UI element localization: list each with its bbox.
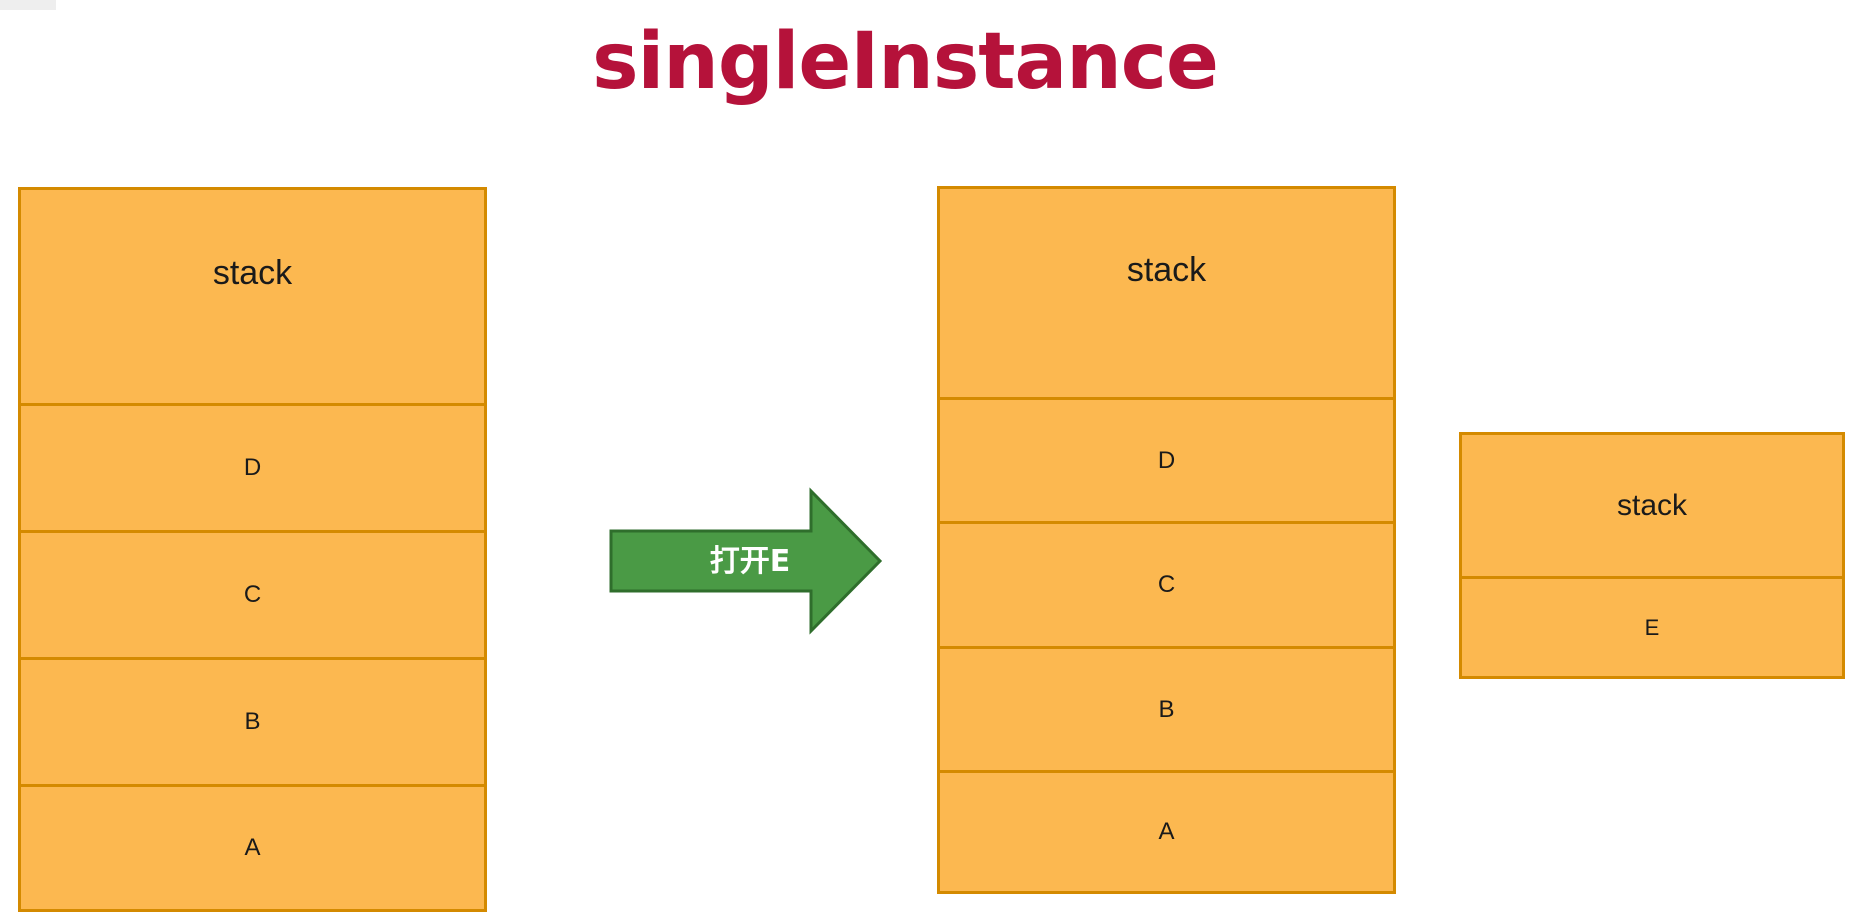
- stack-middle-header: stack: [1126, 251, 1207, 289]
- diagram-title: singleInstance: [592, 17, 1219, 107]
- stack-right-item-e: E: [1462, 576, 1842, 676]
- stack-left-item-a: A: [21, 784, 484, 909]
- stack-left-item-c: C: [21, 530, 484, 657]
- stack-middle: stack D C B A: [937, 186, 1396, 894]
- stack-middle-item-c: C: [940, 521, 1393, 646]
- stack-middle-item-a: A: [940, 770, 1393, 891]
- stack-left-item-d: D: [21, 403, 484, 530]
- stack-middle-item-b: B: [940, 646, 1393, 770]
- arrow-label: 打开E: [709, 544, 791, 579]
- stack-left-header: stack: [212, 254, 293, 292]
- corner-mark: [0, 0, 56, 10]
- stack-left-item-b: B: [21, 657, 484, 784]
- stack-left: stack D C B A: [18, 187, 487, 912]
- right-arrow-icon: [609, 487, 883, 635]
- stack-right: stack E: [1459, 432, 1845, 679]
- stack-right-header: stack: [1616, 488, 1688, 522]
- arrow-shape: [609, 487, 883, 635]
- stack-middle-item-d: D: [940, 397, 1393, 521]
